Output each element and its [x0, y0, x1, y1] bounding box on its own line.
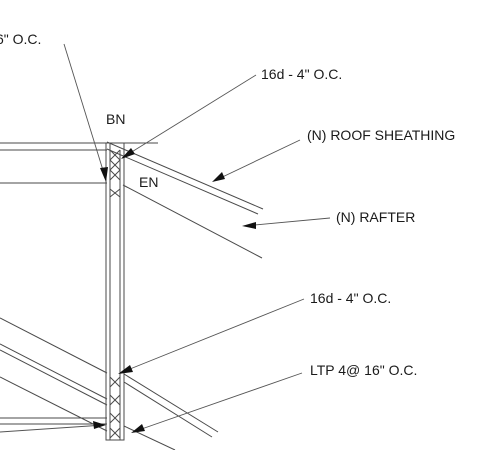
- callout-labels: 6" O.C. 16d - 4" O.C. BN (N) ROOF SHEATH…: [0, 31, 455, 378]
- label-nail-mid: 16d - 4" O.C.: [310, 290, 391, 306]
- framing-linework: [0, 141, 264, 450]
- lower-sloped-line: [0, 343, 108, 400]
- label-ltp: LTP 4@ 16" O.C.: [310, 362, 417, 378]
- leader-nail-mid: [119, 298, 305, 374]
- lower-sloped-line: [123, 425, 176, 450]
- arrowheads: [93, 148, 256, 433]
- block-x-line: [109, 394, 121, 406]
- label-top-left-spacing: 6" O.C.: [0, 31, 41, 47]
- arrowhead: [93, 421, 106, 429]
- label-edge-nailing: EN: [139, 174, 158, 190]
- block-x-line: [109, 188, 121, 198]
- rafter-line: [122, 184, 263, 259]
- lower-sloped-line: [0, 317, 108, 374]
- arrowhead: [131, 424, 145, 433]
- block-x-line: [109, 427, 121, 439]
- wall-stud: [105, 142, 125, 441]
- arrowhead: [212, 172, 225, 182]
- block-x-line: [109, 376, 121, 388]
- arrowhead: [118, 365, 133, 374]
- leader-ltp-left: [0, 424, 105, 433]
- leader-ltp-right: [132, 372, 303, 433]
- label-nail-top: 16d - 4" O.C.: [261, 66, 342, 82]
- blocking-cross-marks: [109, 149, 121, 439]
- label-boundary-nailing: BN: [106, 111, 125, 127]
- leader-roof-sheathing: [213, 139, 301, 182]
- leader-top-left-spacing: [63, 43, 107, 181]
- lower-sloped-line: [123, 381, 213, 438]
- arrowhead: [121, 148, 135, 159]
- lower-sloped-line: [0, 349, 108, 406]
- arrowhead: [100, 167, 108, 182]
- block-x-line: [109, 412, 121, 424]
- label-roof-sheathing: (N) ROOF SHEATHING: [307, 127, 455, 143]
- arrowhead: [242, 222, 256, 229]
- block-x-line: [109, 169, 121, 181]
- leader-lines: [0, 43, 331, 433]
- leader-rafter: [243, 217, 331, 227]
- label-rafter: (N) RAFTER: [336, 209, 415, 225]
- lower-sloped-line: [0, 376, 108, 432]
- block-x-line: [109, 149, 121, 161]
- block-x-line: [109, 159, 121, 171]
- lower-sloped-line: [123, 373, 219, 433]
- leader-nail-top: [121, 74, 257, 159]
- roof-sheathing-line: [106, 148, 259, 215]
